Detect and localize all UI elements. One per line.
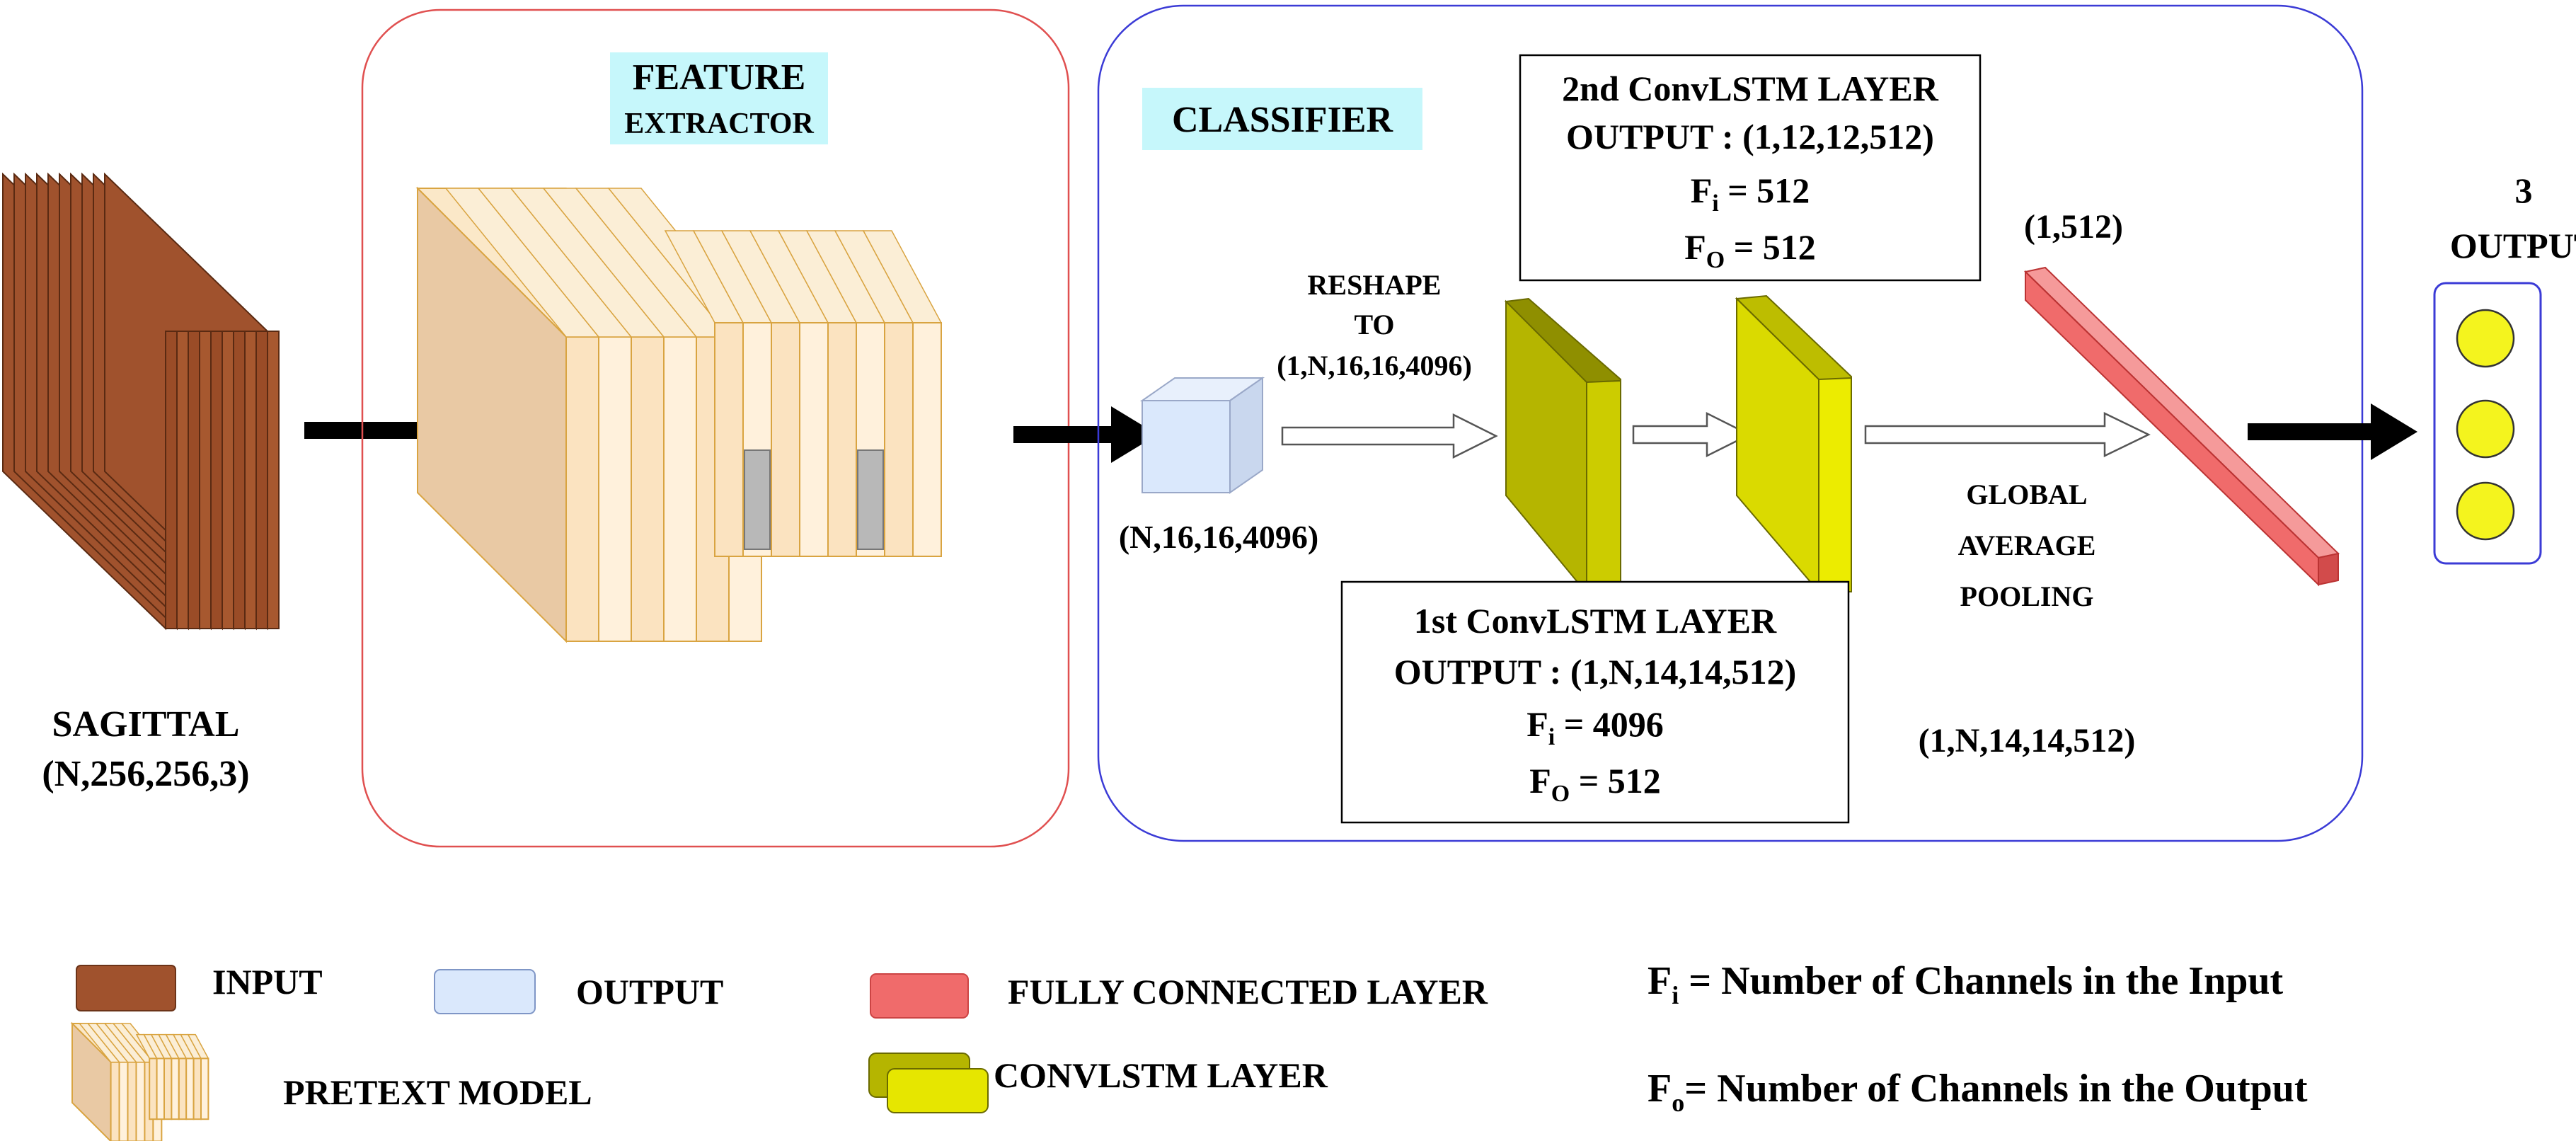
classifier-title: CLASSIFIER bbox=[1172, 100, 1394, 140]
convlstm-layer1-icon bbox=[1504, 297, 1621, 595]
hollow-arrow-to-fc bbox=[1864, 412, 2151, 457]
classifier-label-bg bbox=[1142, 88, 1422, 150]
pretext-small-slab bbox=[171, 1057, 180, 1120]
pretext-small-slab bbox=[799, 322, 829, 557]
output-cube-shape: (N,16,16,4096) bbox=[1119, 519, 1318, 555]
pretext-small-slab bbox=[185, 1057, 195, 1120]
pretext-slab bbox=[598, 336, 632, 642]
gap-label-line3: POOLING bbox=[1960, 580, 2094, 612]
layer1-fo: FO = 512 bbox=[1529, 761, 1661, 807]
pretext-slab bbox=[631, 336, 665, 642]
input-slab-edge bbox=[255, 331, 268, 629]
convlstm-layer2-info-box bbox=[1519, 54, 1982, 282]
input-slab-edge bbox=[188, 331, 200, 629]
legend-fo-definition: Fo= Number of Channels in the Output bbox=[1648, 1067, 2308, 1117]
pretext-small-slab bbox=[192, 1057, 202, 1120]
legend-fc-swatch bbox=[870, 973, 969, 1019]
pretext-small-slab bbox=[884, 322, 914, 557]
layer1-title: 1st ConvLSTM LAYER bbox=[1414, 601, 1777, 641]
pretext-model-icon bbox=[415, 186, 943, 643]
pretext-slab bbox=[663, 336, 697, 642]
layer2-fi: Fi = 512 bbox=[1691, 171, 1810, 217]
legend-pretext-label: PRETEXT MODEL bbox=[283, 1072, 592, 1112]
pretext-small-slab bbox=[156, 1057, 166, 1120]
pretext-small-slab bbox=[200, 1057, 209, 1120]
layer2-title: 2nd ConvLSTM LAYER bbox=[1562, 69, 1939, 108]
gap-label-line2: AVERAGE bbox=[1958, 529, 2096, 561]
arrow-feature-to-classifier bbox=[1013, 406, 1158, 463]
pretext-small-slab bbox=[163, 1057, 173, 1120]
reshape-label-line2: TO bbox=[1354, 309, 1394, 340]
input-slab-edge bbox=[165, 331, 178, 629]
fc-shape: (1,512) bbox=[2024, 208, 2123, 246]
input-slab-edge bbox=[199, 331, 212, 629]
layer2-output: OUTPUT : (1,12,12,512) bbox=[1566, 117, 1934, 156]
legend-input-label: INPUT bbox=[212, 962, 323, 1002]
pretext-side bbox=[71, 1021, 112, 1141]
reshape-label-line1: RESHAPE bbox=[1308, 269, 1442, 301]
gap-shape: (1,N,14,14,512) bbox=[1919, 722, 2136, 759]
feature-extractor-title-line2: EXTRACTOR bbox=[624, 108, 814, 140]
layer2-fo: FO = 512 bbox=[1684, 227, 1816, 273]
pretext-small-slab bbox=[149, 1057, 158, 1120]
pretext-gray-block bbox=[857, 449, 884, 550]
legend-convlstm-label: CONVLSTM LAYER bbox=[994, 1055, 1328, 1095]
feature-extractor-label-bg bbox=[610, 52, 828, 144]
input-label: SAGITTAL bbox=[52, 704, 240, 745]
input-slab-edge bbox=[222, 331, 234, 629]
pretext-small-slab bbox=[912, 322, 942, 557]
input-shape: (N,256,256,3) bbox=[42, 754, 249, 794]
fully-connected-layer-icon bbox=[2023, 266, 2340, 587]
feature-extractor-title-line1: FEATURE bbox=[633, 57, 806, 98]
legend-fc-label: FULLY CONNECTED LAYER bbox=[1008, 972, 1488, 1011]
legend-input-swatch bbox=[76, 965, 176, 1011]
pretext-gray-block bbox=[744, 449, 771, 550]
legend-fi-definition: Fi = Number of Channels in the Input bbox=[1648, 959, 2284, 1009]
pretext-slab bbox=[135, 1061, 146, 1141]
output-node-1 bbox=[2456, 309, 2515, 368]
legend-output-label: OUTPUT bbox=[576, 972, 723, 1011]
arrow-fc-to-output bbox=[2248, 403, 2417, 460]
output-node-2 bbox=[2456, 399, 2515, 459]
output-node-3 bbox=[2456, 481, 2515, 541]
input-slab-edge bbox=[176, 331, 189, 629]
pretext-small-slab bbox=[827, 322, 857, 557]
pretext-small-slab bbox=[714, 322, 744, 557]
pretext-small-slab bbox=[771, 322, 800, 557]
output-cube-icon bbox=[1139, 377, 1265, 494]
pretext-slab bbox=[565, 336, 599, 642]
legend-pretext-icon bbox=[70, 1021, 209, 1141]
output-count: 3 bbox=[2515, 171, 2533, 210]
layer1-fi: Fi = 4096 bbox=[1526, 704, 1664, 750]
convlstm-layer1-info-box bbox=[1340, 580, 1850, 824]
gap-label-line1: GLOBAL bbox=[1966, 478, 2087, 510]
hollow-arrow-between-convlstm bbox=[1632, 411, 1752, 458]
pretext-slab bbox=[118, 1061, 129, 1141]
input-slab-edge bbox=[267, 331, 280, 629]
reshape-label-line3: (1,N,16,16,4096) bbox=[1277, 350, 1472, 382]
input-slab-edge bbox=[210, 331, 223, 629]
pretext-slab bbox=[110, 1061, 120, 1141]
input-slab-edge bbox=[233, 331, 246, 629]
legend-convlstm-icon bbox=[868, 1053, 989, 1113]
pretext-slab bbox=[127, 1061, 137, 1141]
input-slab-edge bbox=[244, 331, 257, 629]
input-stack-icon bbox=[2, 172, 280, 631]
legend-output-swatch bbox=[434, 969, 536, 1014]
hollow-arrow-reshape bbox=[1281, 413, 1498, 459]
pretext-small-slab bbox=[178, 1057, 188, 1120]
output-label: OUTPUT bbox=[2450, 226, 2576, 265]
convlstm-layer2-icon bbox=[1735, 294, 1852, 594]
layer1-output: OUTPUT : (1,N,14,14,512) bbox=[1394, 652, 1797, 692]
